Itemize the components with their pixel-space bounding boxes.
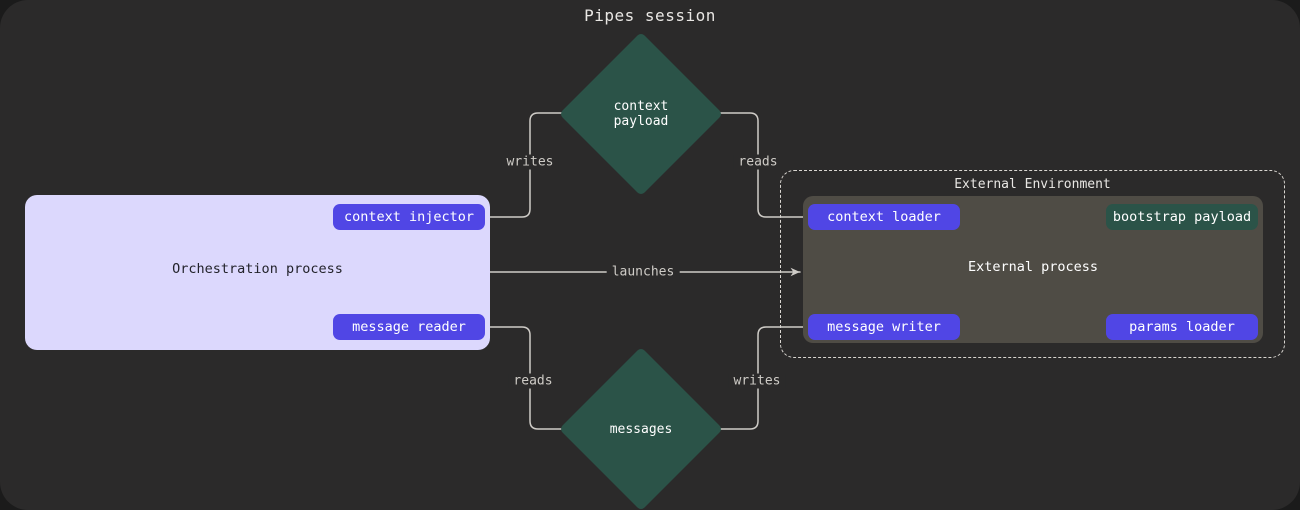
node-context-payload[interactable]: context payload bbox=[558, 31, 724, 197]
node-context-payload-line1: context bbox=[613, 99, 669, 114]
edge-label-launches: launches bbox=[606, 264, 680, 280]
external-process-label: External process bbox=[967, 259, 1099, 275]
node-messages-label: messages bbox=[583, 371, 699, 487]
node-messages-line1: messages bbox=[609, 421, 673, 437]
pill-params-loader-label: params loader bbox=[1129, 319, 1235, 335]
edge-label-reads-messages: reads bbox=[508, 373, 558, 389]
node-messages[interactable]: messages bbox=[558, 346, 724, 510]
external-environment-label: External Environment bbox=[954, 177, 1111, 192]
node-bootstrap-payload[interactable]: bootstrap payload bbox=[1106, 204, 1258, 230]
pill-message-reader-label: message reader bbox=[352, 319, 466, 335]
node-context-payload-label: context payload bbox=[583, 56, 699, 172]
orchestration-process-label: Orchestration process bbox=[172, 261, 343, 277]
edge-label-writes-messages: writes bbox=[728, 373, 786, 389]
pill-params-loader[interactable]: params loader bbox=[1106, 314, 1258, 340]
pill-context-injector-label: context injector bbox=[343, 209, 475, 225]
page-title: Pipes session bbox=[584, 6, 716, 25]
edge-label-writes-context-payload: writes bbox=[501, 154, 559, 170]
pill-message-writer-label: message writer bbox=[827, 319, 941, 335]
edge-label-reads-context-payload: reads bbox=[733, 154, 783, 170]
node-bootstrap-payload-label: bootstrap payload bbox=[1112, 209, 1252, 225]
pill-message-writer[interactable]: message writer bbox=[808, 314, 960, 340]
node-context-payload-line2: payload bbox=[613, 114, 669, 129]
pill-message-reader[interactable]: message reader bbox=[333, 314, 485, 340]
external-environment-box: External Environment bbox=[780, 170, 1285, 358]
pill-context-loader[interactable]: context loader bbox=[808, 204, 960, 230]
pill-context-injector[interactable]: context injector bbox=[333, 204, 485, 230]
pill-context-loader-label: context loader bbox=[827, 209, 941, 225]
